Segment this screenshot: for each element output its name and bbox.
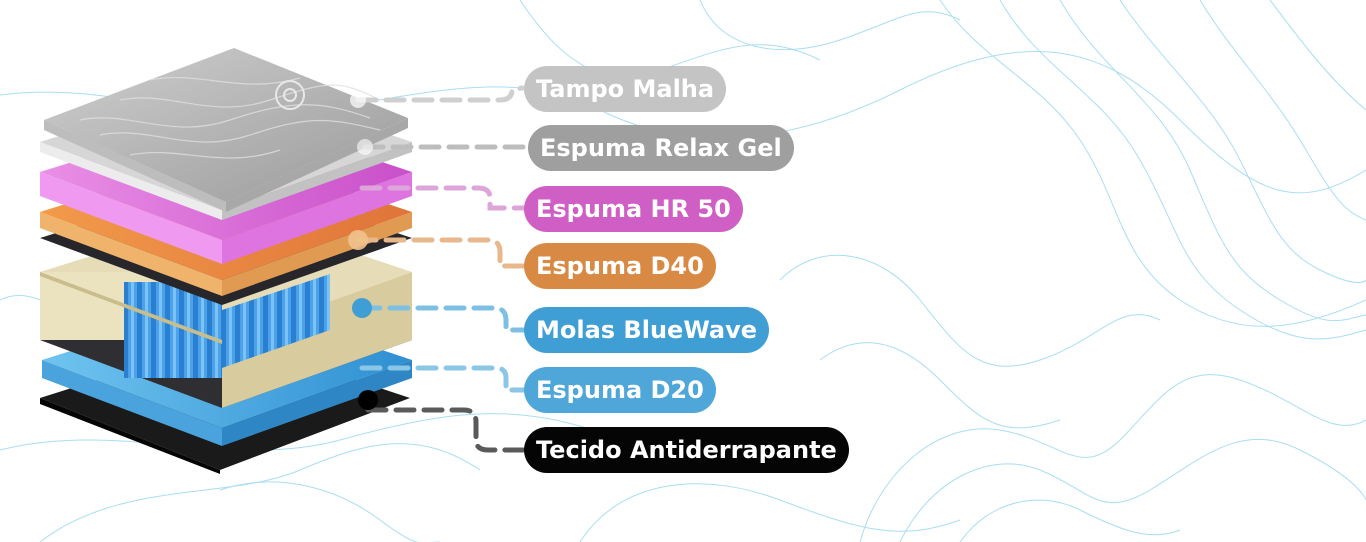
label-espuma-d40: Espuma D40: [524, 243, 716, 289]
label-tampo-malha: Tampo Malha: [524, 66, 727, 112]
connector-molas-bluewave: [359, 305, 527, 333]
label-espuma-d20: Espuma D20: [524, 367, 716, 413]
connector-dots: [348, 92, 378, 410]
connector-lines: [355, 85, 531, 453]
connector-espuma-d20: [359, 365, 527, 393]
connector-tampo-malha: [355, 85, 525, 103]
label-espuma-relax-gel: Espuma Relax Gel: [528, 125, 794, 171]
mattress-stack: [40, 48, 412, 474]
connector-espuma-hr-50: [359, 185, 527, 211]
connector-tecido-antiderrapante: [365, 407, 527, 453]
label-espuma-hr-50: Espuma HR 50: [524, 186, 743, 232]
label-molas-bluewave: Molas BlueWave: [524, 307, 770, 353]
connector-espuma-d40: [355, 237, 527, 269]
label-tecido-antiderrapante: Tecido Antiderrapante: [524, 427, 849, 473]
